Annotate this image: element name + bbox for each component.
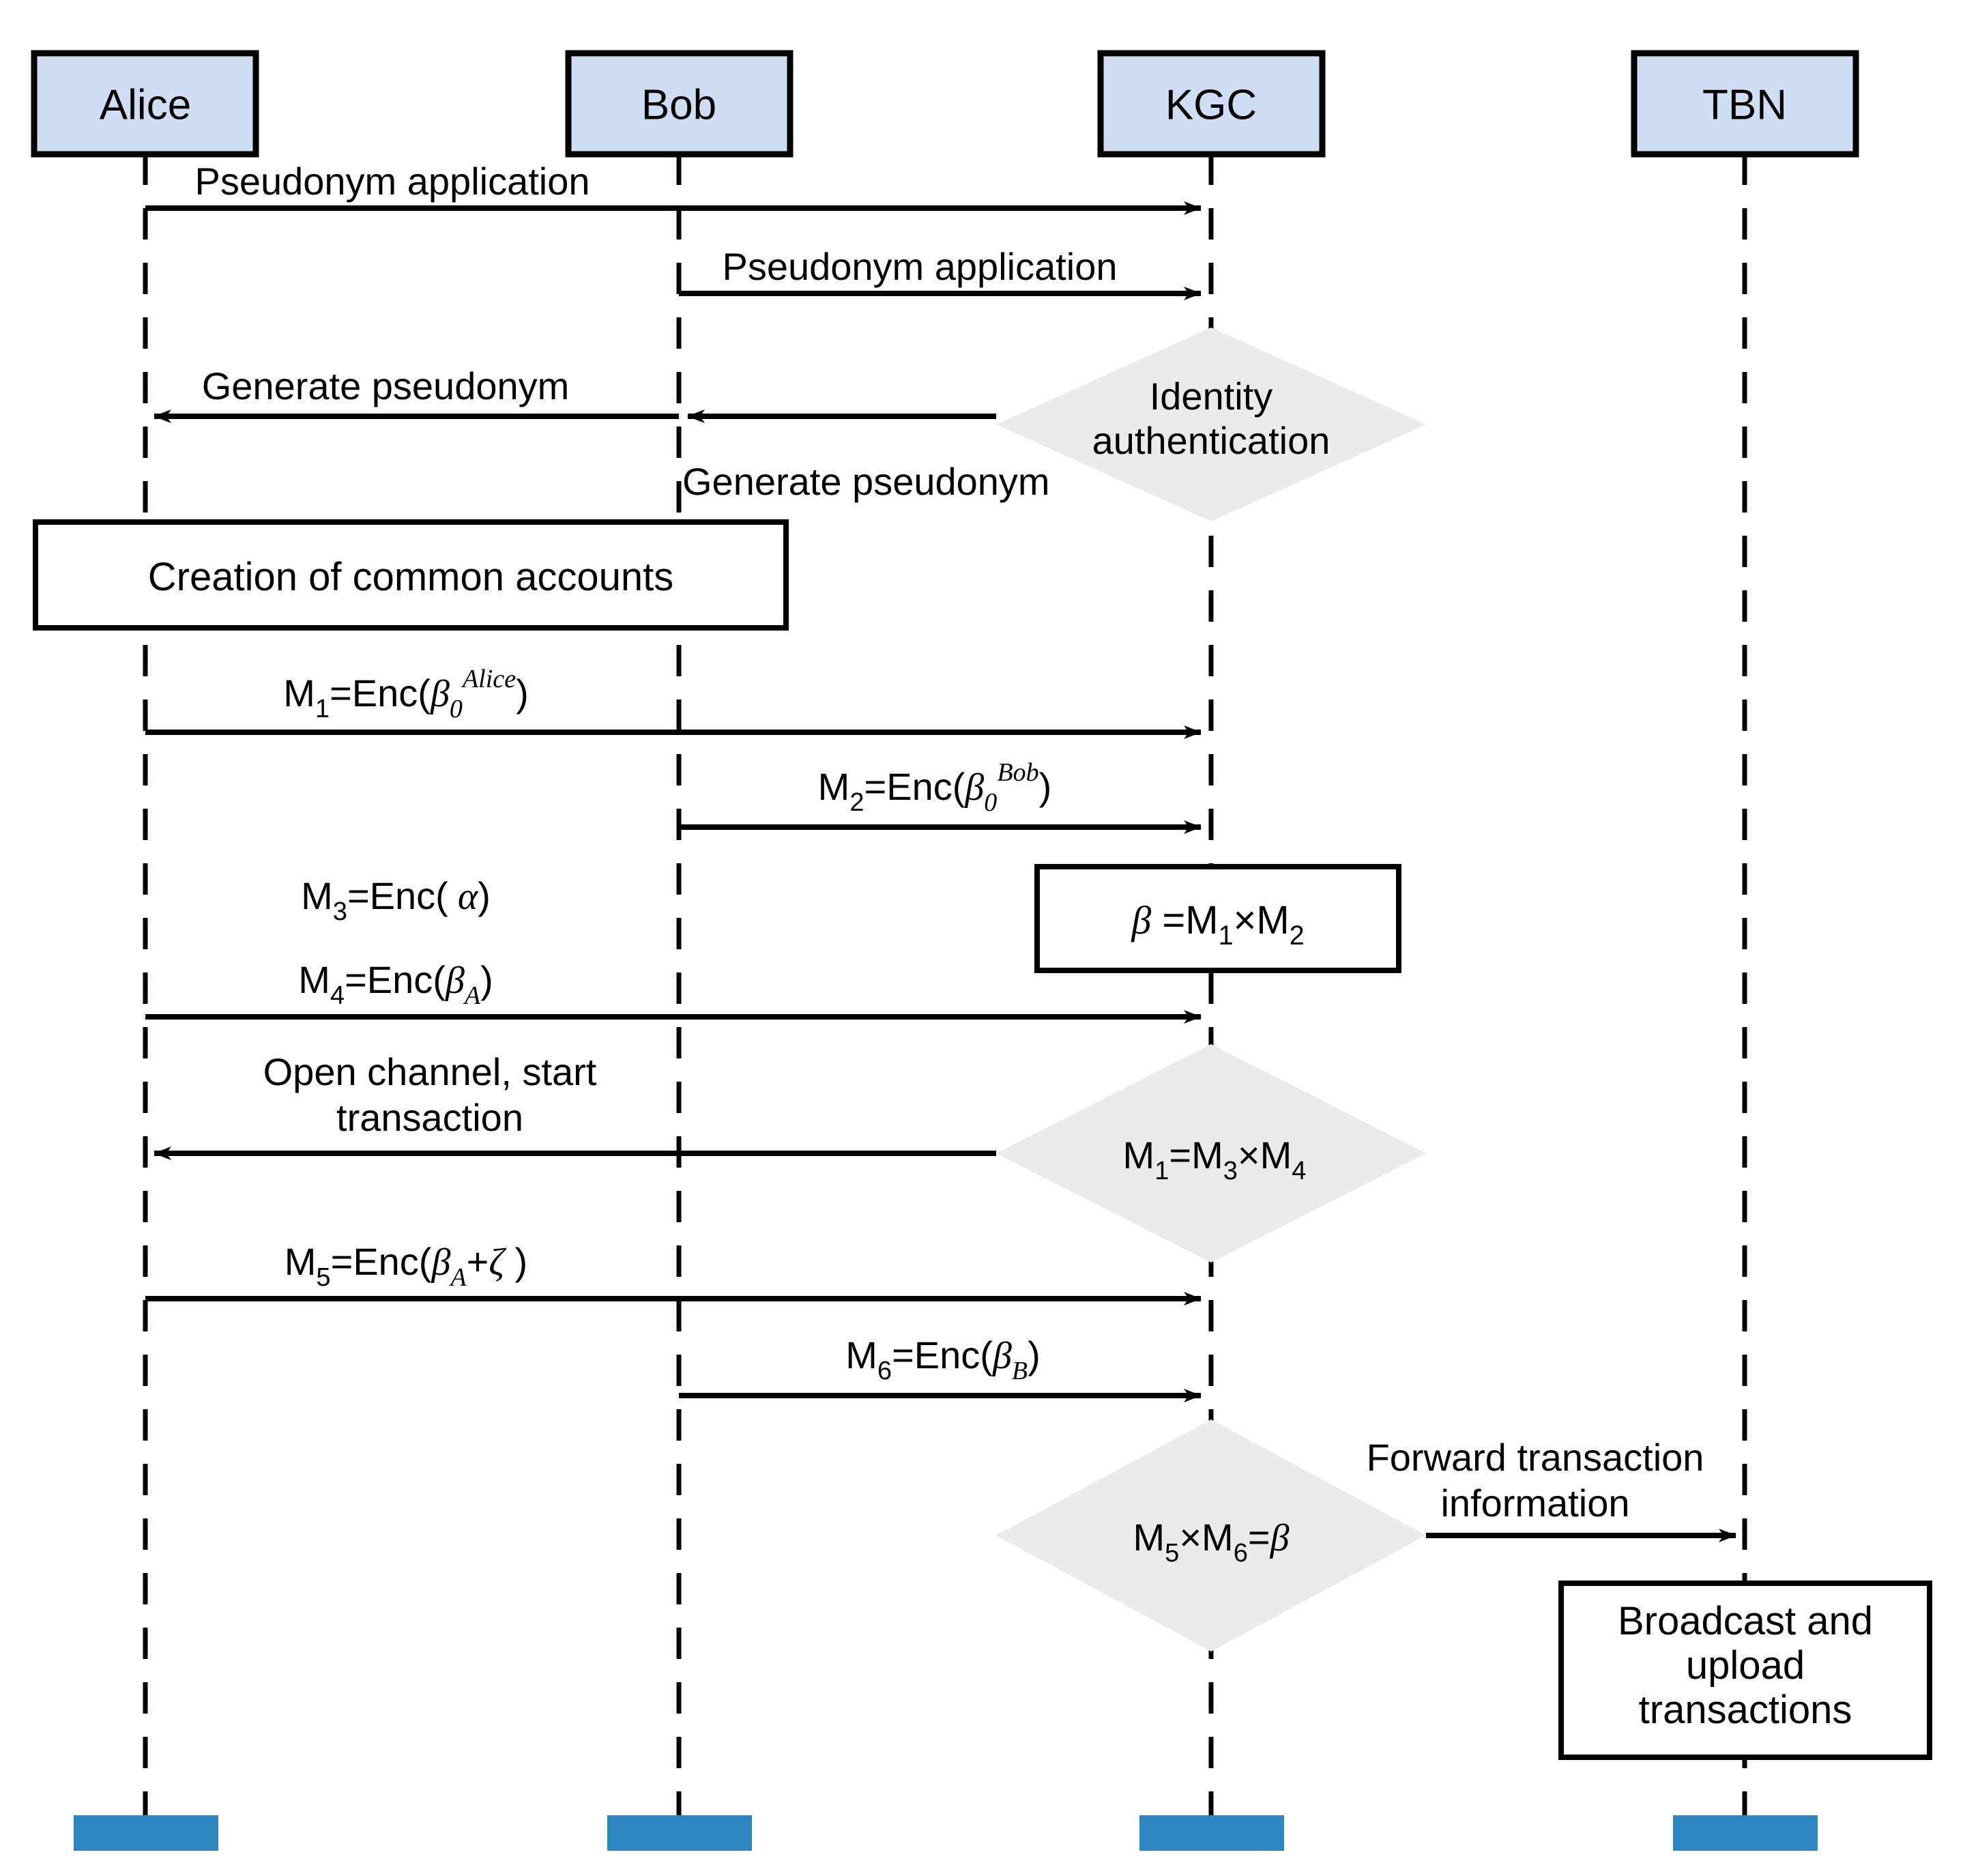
message-label-m2: M2=Enc(β0Bob) [818, 758, 1052, 817]
message-label-open-channel-line2: transaction [336, 1096, 523, 1139]
message-m1[interactable]: M1=Enc(β0Alice) [145, 665, 1202, 739]
message-m5[interactable]: M5=Enc(βA+ζ ) [145, 1240, 1202, 1305]
message-label-open-channel-line1: Open channel, start [263, 1050, 597, 1093]
message-m3[interactable]: M3=Enc( α) [301, 874, 491, 926]
message-pseudonym-application-bob[interactable]: Pseudonym application [679, 245, 1202, 300]
note-beta-equals-m1-times-m2: β =M1×M2 [1034, 864, 1401, 973]
message-label-m1: M1=Enc(β0Alice) [283, 665, 529, 723]
actor-box-alice[interactable]: Alice [31, 50, 259, 158]
message-label-m6: M6=Enc(βB) [845, 1333, 1041, 1385]
message-m6[interactable]: M6=Enc(βB) [679, 1333, 1202, 1402]
terminator-tbn [1673, 1815, 1818, 1851]
terminator-kgc [1139, 1815, 1284, 1851]
message-label-m3: M3=Enc( α) [301, 874, 491, 926]
actor-label-bob: Bob [641, 81, 716, 128]
message-label-m5: M5=Enc(βA+ζ ) [285, 1240, 527, 1292]
message-generate-pseudonym-bob[interactable]: Generate pseudonym [682, 409, 1050, 503]
message-label-generate-pseudonym-bob: Generate pseudonym [682, 460, 1050, 503]
actor-box-kgc[interactable]: KGC [1097, 50, 1326, 158]
actor-box-tbn[interactable]: TBN [1631, 50, 1859, 158]
terminators [74, 1815, 1818, 1851]
decision-m5-times-m6-eq-beta: M5×M6=β [996, 1419, 1426, 1651]
message-label-generate-pseudonym-alice: Generate pseudonym [202, 364, 570, 407]
actor-label-kgc: KGC [1165, 81, 1257, 128]
actor-label-tbn: TBN [1702, 81, 1787, 128]
note-label-broadcast-line2: upload [1686, 1643, 1805, 1688]
message-label-forward-line2: information [1440, 1482, 1629, 1525]
decision-identity-line2: authentication [1092, 419, 1330, 462]
note-label-beta-product: β =M1×M2 [1131, 898, 1304, 951]
message-open-channel[interactable]: Open channel, start transaction [154, 1050, 996, 1160]
actor-box-bob[interactable]: Bob [565, 50, 794, 158]
message-label-m4: M4=Enc(βA) [298, 958, 493, 1010]
message-label-pseudonym-alice: Pseudonym application [194, 160, 590, 203]
message-generate-pseudonym-alice[interactable]: Generate pseudonym [154, 364, 679, 423]
decision-identity-authentication: Identity authentication [996, 328, 1426, 521]
message-label-pseudonym-bob: Pseudonym application [722, 245, 1117, 288]
message-pseudonym-application-alice[interactable]: Pseudonym application [145, 160, 1202, 215]
actor-label-alice: Alice [100, 81, 191, 128]
note-creation-of-common-accounts: Creation of common accounts [33, 519, 789, 631]
message-label-forward-line1: Forward transaction [1367, 1436, 1704, 1479]
message-m2[interactable]: M2=Enc(β0Bob) [679, 758, 1202, 834]
note-label-broadcast-line1: Broadcast and [1618, 1599, 1873, 1643]
decision-m1-eq-m3-times-m4: M1=M3×M4 [996, 1044, 1426, 1262]
note-label-creation-of-common-accounts: Creation of common accounts [148, 555, 673, 599]
terminator-bob [607, 1815, 752, 1851]
message-forward-transaction[interactable]: Forward transaction information [1367, 1436, 1736, 1542]
terminator-alice [74, 1815, 218, 1851]
note-broadcast-and-upload-transactions: Broadcast and upload transactions [1558, 1581, 1932, 1760]
note-label-broadcast-line3: transactions [1639, 1688, 1852, 1732]
decision-identity-line1: Identity [1150, 375, 1273, 418]
